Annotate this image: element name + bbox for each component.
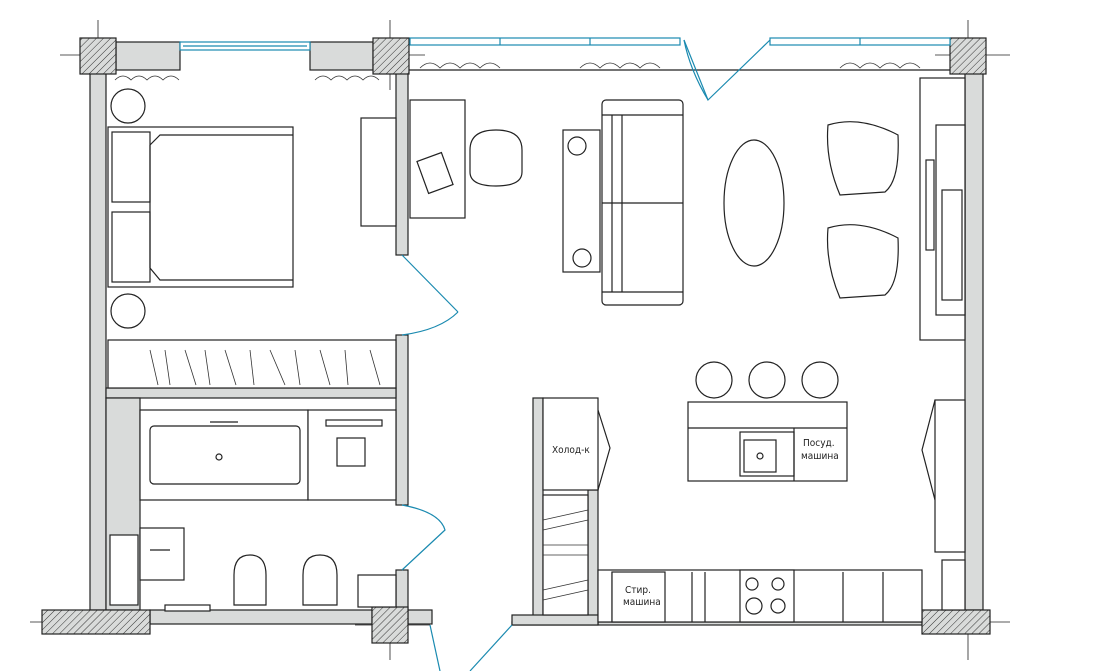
pillow — [111, 211, 151, 283]
bar-stool — [748, 361, 786, 399]
tall-cabinet — [934, 399, 966, 553]
washbasin — [139, 527, 185, 581]
bedroom — [107, 88, 397, 389]
laptop — [416, 151, 454, 195]
kitchen — [542, 361, 966, 623]
shower-drain — [336, 437, 366, 467]
cabinet — [357, 574, 397, 608]
toilet — [302, 554, 338, 606]
bidet — [233, 554, 267, 606]
bar-stool — [695, 361, 733, 399]
office-chair — [469, 129, 523, 187]
tv-console — [360, 117, 397, 227]
dishwasher-label-2: машина — [801, 451, 839, 462]
cooktop — [739, 569, 795, 623]
washer-label-1: Стир. — [625, 585, 651, 596]
tv — [925, 159, 935, 251]
windows — [179, 37, 951, 71]
towel-rail — [109, 534, 139, 606]
washing-machine — [611, 571, 666, 623]
fridge-label: Холод-к — [552, 445, 590, 456]
armchair — [826, 121, 899, 196]
armchair — [826, 224, 899, 299]
bar-stool — [801, 361, 839, 399]
dining-table — [723, 139, 785, 267]
curtains — [114, 62, 921, 81]
bathroom — [109, 409, 397, 612]
doors — [401, 39, 771, 671]
nightstand-lamp — [110, 293, 146, 329]
living-area — [409, 77, 966, 341]
nightstand-lamp — [110, 88, 146, 124]
fridge — [542, 397, 599, 491]
pillow — [111, 131, 151, 203]
dishwasher-label-1: Посуд. — [803, 438, 835, 449]
washer-label-2: машина — [623, 597, 661, 608]
